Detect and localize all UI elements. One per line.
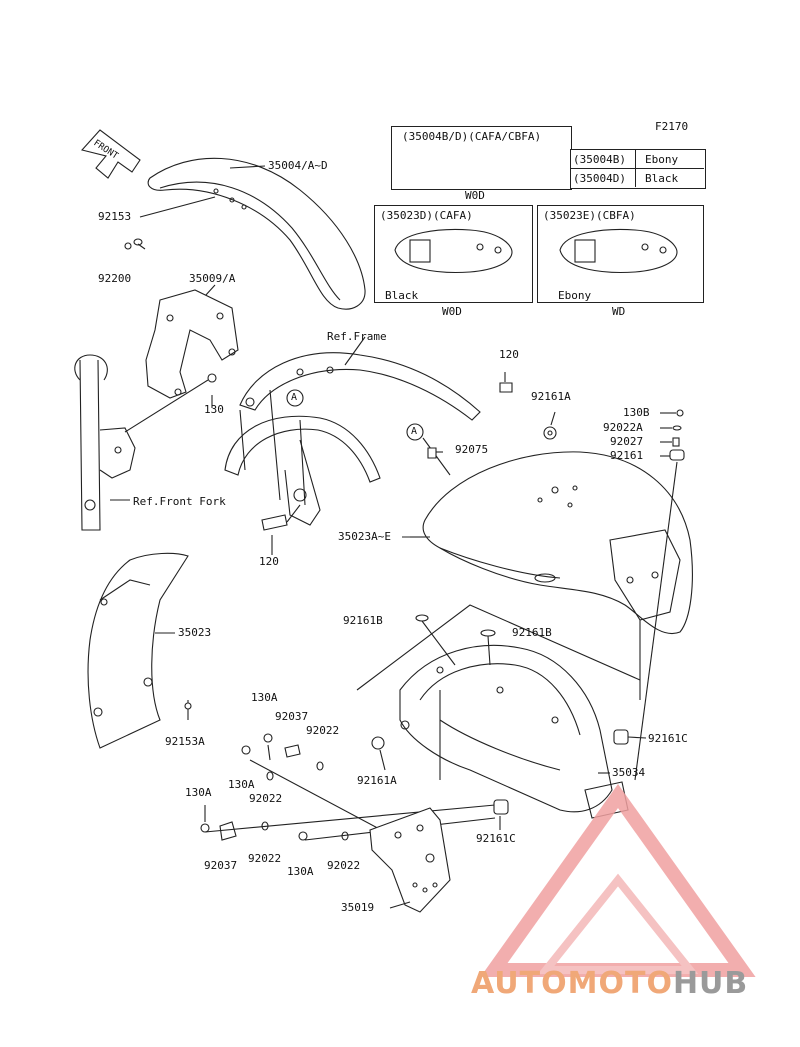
seat-cowl-caption: W0D [465,189,485,202]
color-name-1: Ebony [645,153,679,166]
rear-fender-cafa-color: Black [385,289,419,302]
callout-130a-2: 130A [228,778,255,791]
callout-130b: 130B [623,406,650,419]
callout-92161c-right: 92161C [648,732,688,745]
callout-92027: 92027 [610,435,644,448]
callout-92022-1: 92022 [306,724,340,737]
callout-35009: 35009/A [189,272,236,285]
watermark-part1: AUTOMOTO [471,966,673,1001]
bracket-35019-shape [369,807,451,913]
callout-92022-4: 92022 [327,859,361,872]
callout-130a-4: 130A [287,865,314,878]
callout-ref-front-fork: Ref.Front Fork [133,495,226,508]
callout-front-fender: 35004/A~D [268,159,328,172]
callout-92161a-top: 92161A [531,390,571,403]
callout-92037-1: 92037 [275,710,309,723]
callout-92037-2: 92037 [204,859,238,872]
callout-35019: 35019 [341,901,375,914]
rear-fender-cafa-caption: W0D [442,305,462,318]
fender-bracket-shape [145,289,239,399]
fender-support-shape [399,645,629,819]
inner-fender-shape [87,552,189,749]
callout-a-2: A [411,426,418,437]
color-code-2: (35004D) [573,172,626,185]
rear-fender-cbfa-color: Ebony [558,289,592,302]
callout-92022-2: 92022 [249,792,283,805]
color-name-2: Black [645,172,679,185]
callout-92153a: 92153A [165,735,205,748]
callout-120-top: 120 [499,348,519,361]
color-table [570,149,706,189]
callout-130a-1: 130A [251,691,278,704]
rear-fender-cafa-title: (35023D)(CAFA) [380,209,473,222]
ref-a-marker-1 [286,389,304,407]
front-fender-shape [147,157,366,310]
callout-92161a-low: 92161A [357,774,397,787]
front-arrow-icon [80,129,141,179]
rear-fender-cbfa-caption: WD [612,305,626,318]
watermark-part2: HUB [672,966,749,1001]
rear-fender-cbfa-title: (35023E)(CBFA) [543,209,636,222]
watermark-logo-icon [480,783,756,977]
ref-a-marker-2 [406,423,424,441]
watermark-text: AUTOMOTOHUB [471,966,748,1001]
callout-a-1: A [291,392,298,403]
callout-35023: 35023 [178,626,212,639]
rear-fender-cbfa-icon [559,229,678,273]
callout-92161b-right: 92161B [512,626,552,639]
callout-92161c-low: 92161C [476,832,516,845]
seat-cowl-box [391,126,572,190]
seat-cowl-title: (35004B/D)(CAFA/CBFA) [402,130,542,143]
callout-92153: 92153 [98,210,132,223]
front-fork-shape [74,354,136,531]
callout-35034: 35034 [612,766,646,779]
rear-fender-cafa-box [374,205,533,303]
figure-code: F2170 [655,120,689,133]
callout-35023a-e: 35023A~E [338,530,391,543]
rear-fender-shape [422,451,693,635]
rear-fender-cbfa-box [537,205,704,303]
rear-fender-cafa-icon [394,229,513,273]
callout-130: 130 [204,403,224,416]
callout-92022-3: 92022 [248,852,282,865]
callout-92075: 92075 [455,443,489,456]
callout-92161b-left: 92161B [343,614,383,627]
callout-120-bottom: 120 [259,555,279,568]
frame-shape [224,352,481,526]
callout-130a-3: 130A [185,786,212,799]
color-code-1: (35004B) [573,153,626,166]
callout-92022a: 92022A [603,421,643,434]
callout-92161: 92161 [610,449,644,462]
callout-92200: 92200 [98,272,132,285]
callout-ref-frame: Ref.Frame [327,330,387,343]
